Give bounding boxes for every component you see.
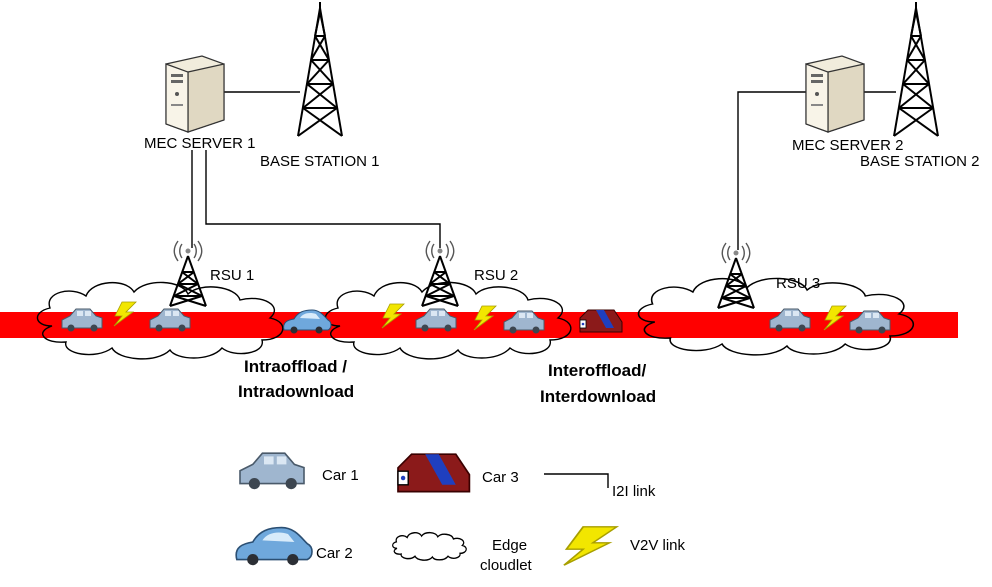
base-station-2-label: BASE STATION 2	[860, 153, 979, 170]
inter-annotation-line1: Interoffload/	[548, 361, 646, 380]
rsu-3-tower	[717, 257, 755, 309]
rsu-2-tower	[421, 255, 459, 307]
mec-server-1-icon	[165, 55, 225, 133]
i2i-links	[191, 91, 896, 250]
i2i-link-server1-rsu2	[205, 150, 441, 248]
rsu-1-tower	[169, 255, 207, 307]
rsu-1-label: RSU 1	[210, 267, 254, 284]
car3-icon	[579, 309, 623, 333]
legend-edge-label-line1: Edge	[492, 537, 527, 554]
legend-car2-label: Car 2	[316, 545, 353, 562]
intra-annotation-line2: Intradownload	[238, 382, 354, 401]
base-station-2-tower	[893, 1, 939, 137]
legend-car3-icon	[397, 453, 471, 493]
i2i-link-server2-rsu3	[737, 91, 814, 250]
legend-v2v-icon	[563, 525, 618, 567]
mec-server-1-label: MEC SERVER 1	[144, 135, 255, 152]
mec-server-2-label: MEC SERVER 2	[792, 137, 903, 154]
legend-edge-label-line2: cloudlet	[480, 557, 533, 574]
legend-car1-icon	[239, 452, 305, 491]
legend-v2v-label: V2V link	[630, 537, 686, 554]
rsu-2-label: RSU 2	[474, 267, 518, 284]
legend: Car 1 Car 2 Car 3 I2I link Edge cloudlet…	[235, 452, 686, 574]
base-station-1-label: BASE STATION 1	[260, 153, 379, 170]
legend-edge-cloudlet-icon	[391, 531, 467, 561]
legend-car3-label: Car 3	[482, 469, 519, 486]
base-station-1-tower	[297, 1, 343, 137]
legend-i2i-line-icon	[544, 473, 609, 488]
legend-i2i-label: I2I link	[612, 483, 656, 500]
rsu-3-label: RSU 3	[776, 275, 820, 292]
legend-car2-icon	[235, 526, 313, 567]
mec-server-2-icon	[805, 55, 865, 133]
intra-annotation-line1: Intraoffload /	[244, 357, 347, 376]
legend-car1-label: Car 1	[322, 467, 359, 484]
inter-annotation-line2: Interdownload	[540, 387, 656, 406]
